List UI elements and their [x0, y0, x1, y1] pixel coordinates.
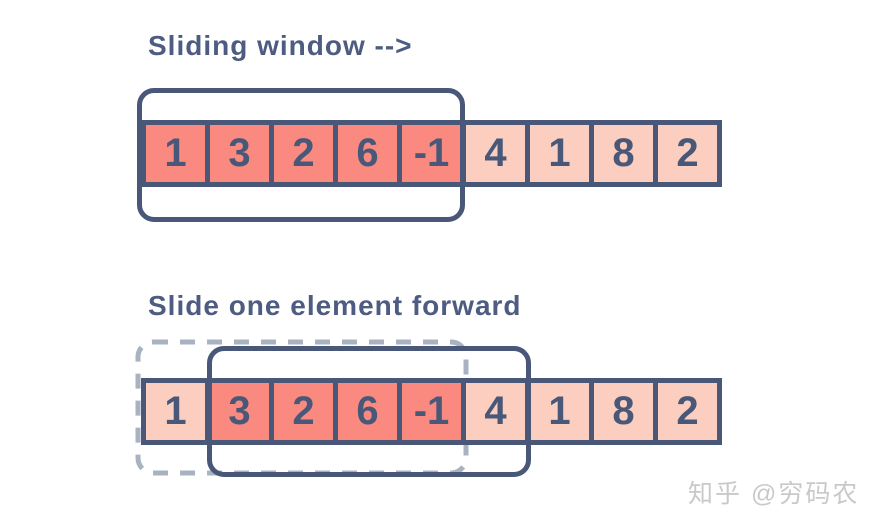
array-cell: 2	[269, 120, 338, 187]
array-cell: -1	[397, 120, 466, 187]
array-cell: 8	[589, 120, 658, 187]
array-cell: 1	[525, 378, 594, 445]
watermark: 知乎 @穷码农	[688, 480, 860, 508]
array-cell: 4	[461, 378, 530, 445]
array-cell: 4	[461, 120, 530, 187]
array-cell: 3	[205, 378, 274, 445]
diagram2-window-outline	[207, 346, 531, 477]
diagram1-window-outline	[137, 88, 465, 222]
array-cell: 1	[141, 120, 210, 187]
array-cell: 1	[525, 120, 594, 187]
array-cell: 2	[653, 378, 722, 445]
array-cell: 8	[589, 378, 658, 445]
array-cell: 3	[205, 120, 274, 187]
array-cell: 1	[141, 378, 210, 445]
array-cell: 2	[653, 120, 722, 187]
diagram1-title: Sliding window -->	[148, 30, 413, 61]
diagram2-title: Slide one element forward	[148, 290, 522, 321]
array-cell: 2	[269, 378, 338, 445]
